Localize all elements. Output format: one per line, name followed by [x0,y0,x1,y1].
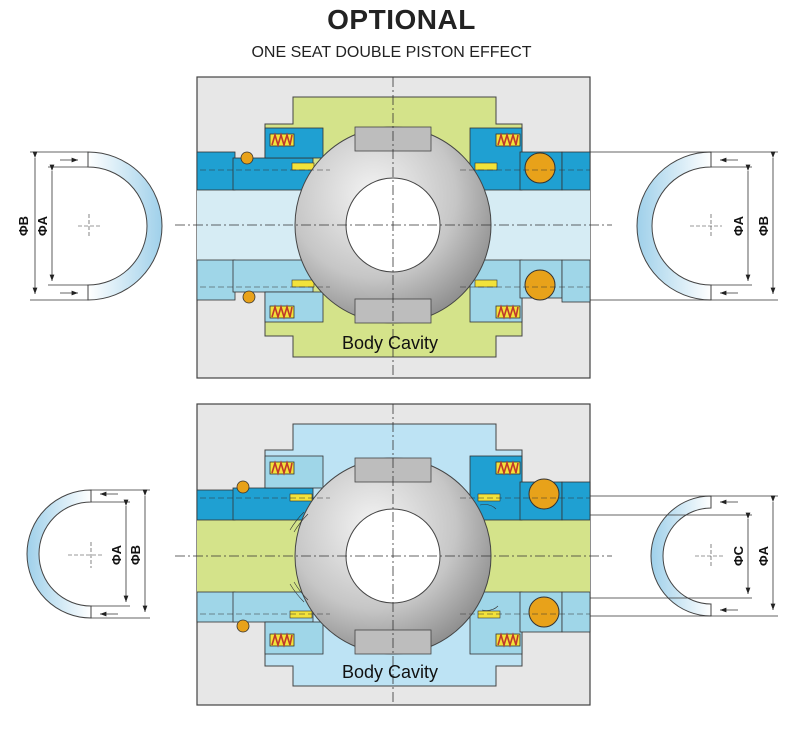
bottom-left-label-1: ΦB [128,545,143,565]
bottom-flow-marks [289,504,499,611]
page-title: OPTIONAL [327,4,476,35]
bottom-right-ring-detail: ΦC ΦA [590,495,778,617]
top-left-ring-detail: ΦB ΦA [16,151,163,301]
top-valve-section: Body Cavity [175,76,612,379]
bottom-left-label-0: ΦA [109,544,124,565]
top-right-ring-detail: ΦA ΦB [590,151,778,301]
bottom-right-seat-lower [469,591,591,655]
bottom-right-seat-upper [469,455,591,521]
bottom-valve-section: Body Cavity [175,403,612,706]
top-right-label-1: ΦB [756,216,771,236]
bottom-cavity-label: Body Cavity [342,662,438,682]
top-left-label-1: ΦA [35,215,50,236]
bottom-left-seat-lower [196,591,324,655]
top-right-seat-lower [469,259,591,323]
bottom-right-label-0: ΦC [731,545,746,566]
top-left-seat-lower [196,259,324,323]
bottom-left-seat-upper [196,455,324,521]
top-left-seat-upper [196,127,324,191]
bottom-right-label-1: ΦA [756,545,771,566]
page-subtitle: ONE SEAT DOUBLE PISTON EFFECT [251,44,532,61]
top-cavity-label: Body Cavity [342,333,438,353]
top-right-seat-upper [469,127,591,191]
top-right-label-0: ΦA [731,215,746,236]
bottom-left-ring-detail: ΦA ΦB [26,489,150,619]
top-left-label-0: ΦB [16,216,31,236]
